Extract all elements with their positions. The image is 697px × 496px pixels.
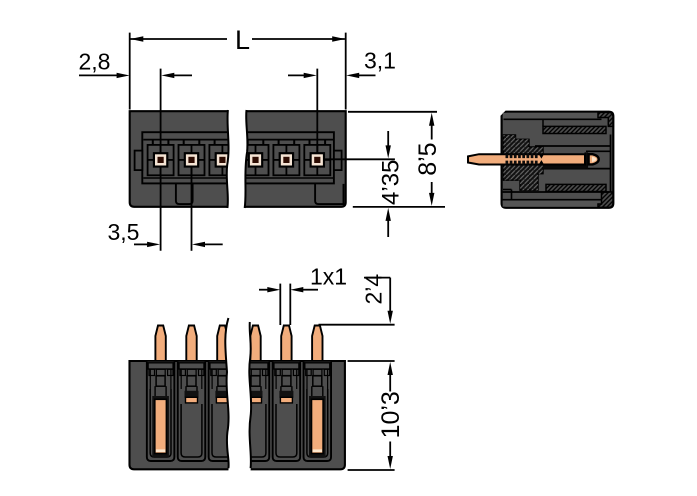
svg-text:8’5: 8’5 xyxy=(414,142,442,175)
svg-text:L: L xyxy=(235,25,250,55)
svg-text:3,5: 3,5 xyxy=(108,219,140,245)
svg-text:4’35: 4’35 xyxy=(378,160,405,205)
svg-text:2,8: 2,8 xyxy=(79,49,111,75)
svg-text:1x1: 1x1 xyxy=(310,264,347,290)
svg-text:3,1: 3,1 xyxy=(364,48,396,74)
svg-text:10’3: 10’3 xyxy=(377,391,405,438)
svg-text:2’4: 2’4 xyxy=(361,274,387,305)
